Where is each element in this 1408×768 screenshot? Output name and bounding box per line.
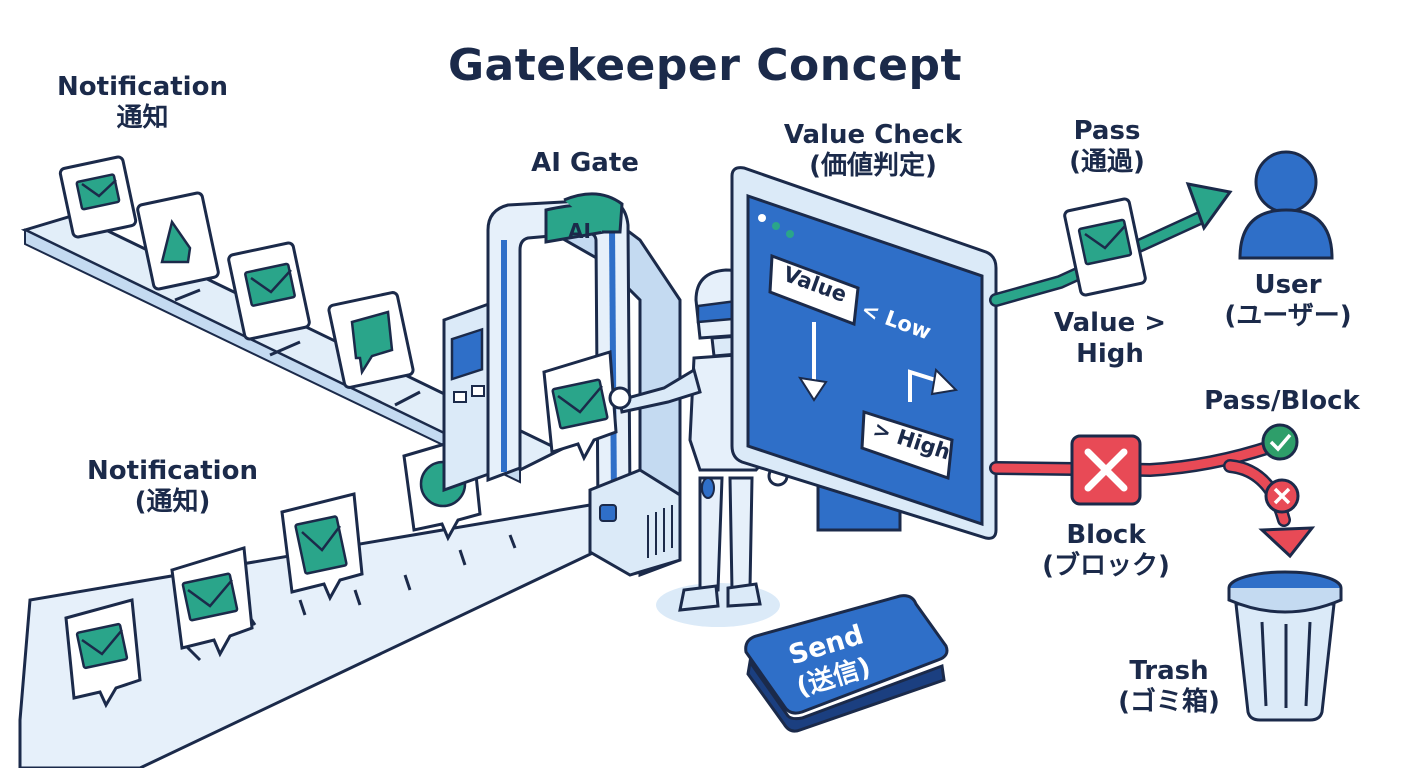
value-check-label: Value Check (価値判定)	[758, 120, 988, 181]
value-high-subtitle: High	[1076, 338, 1144, 369]
chat-bubble-icon	[294, 515, 348, 575]
page-title: Gatekeeper Concept	[447, 40, 963, 91]
value-high-title: Value >	[1053, 308, 1167, 338]
notification-bottom-title: Notification	[87, 456, 258, 486]
envelope-icon	[181, 572, 239, 622]
lower-notification-card	[280, 492, 364, 602]
shape-icon	[160, 219, 192, 264]
trash-title: Trash	[1129, 656, 1209, 686]
pass-subtitle: (通過)	[1069, 146, 1145, 177]
upper-notification-card	[227, 241, 311, 341]
envelope-icon	[551, 378, 609, 430]
value-check-title: Value Check	[783, 120, 963, 150]
value-high-label: Value > High	[1050, 308, 1170, 369]
upper-notification-card	[136, 191, 220, 291]
scanned-notification-card	[542, 350, 618, 462]
pass-notification-card	[1063, 197, 1147, 297]
block-label: Block (ブロック)	[1030, 520, 1182, 581]
envelope-icon	[1077, 218, 1133, 266]
ai-badge: AI	[568, 219, 591, 243]
pass-label: Pass (通過)	[1048, 116, 1166, 177]
pass-arrow	[989, 182, 1233, 307]
block-subtitle: (ブロック)	[1042, 550, 1170, 581]
trash-label: Trash (ゴミ箱)	[1104, 656, 1234, 717]
notification-bottom-subtitle: (通知)	[134, 486, 211, 517]
ai-gate-label: AI Gate	[531, 148, 639, 178]
pass-block-label: Pass/Block	[1204, 386, 1360, 416]
lower-notification-card	[170, 546, 254, 658]
check-circle-icon	[1261, 423, 1299, 461]
value-check-subtitle: (価値判定)	[809, 150, 937, 181]
user-title: User	[1254, 270, 1322, 300]
chat-bubble-icon	[350, 310, 394, 376]
value-check-monitor: Value < Low > High	[730, 166, 998, 540]
notification-top-title: Notification	[57, 72, 228, 102]
upper-notification-card	[327, 291, 415, 389]
user-subtitle: (ユーザー)	[1224, 300, 1352, 331]
lower-notification-card	[64, 598, 142, 709]
send-button[interactable]: Send (送信)	[744, 594, 949, 733]
trash-subtitle: (ゴミ箱)	[1118, 686, 1220, 717]
pass-title: Pass	[1073, 116, 1141, 146]
block-title: Block	[1066, 520, 1146, 550]
notification-bottom-label: Notification (通知)	[70, 456, 275, 517]
envelope-icon	[75, 173, 121, 211]
block-x-icon	[1070, 434, 1142, 506]
notification-top-subtitle: 通知	[116, 102, 169, 133]
envelope-icon	[75, 622, 129, 670]
user-label: User (ユーザー)	[1208, 270, 1368, 331]
trash-can-icon	[1227, 570, 1343, 722]
envelope-icon	[244, 262, 296, 307]
x-circle-icon	[1264, 478, 1300, 514]
upper-notification-card	[58, 155, 138, 239]
notification-top-label: Notification 通知	[40, 72, 245, 133]
user-icon	[1238, 150, 1334, 260]
